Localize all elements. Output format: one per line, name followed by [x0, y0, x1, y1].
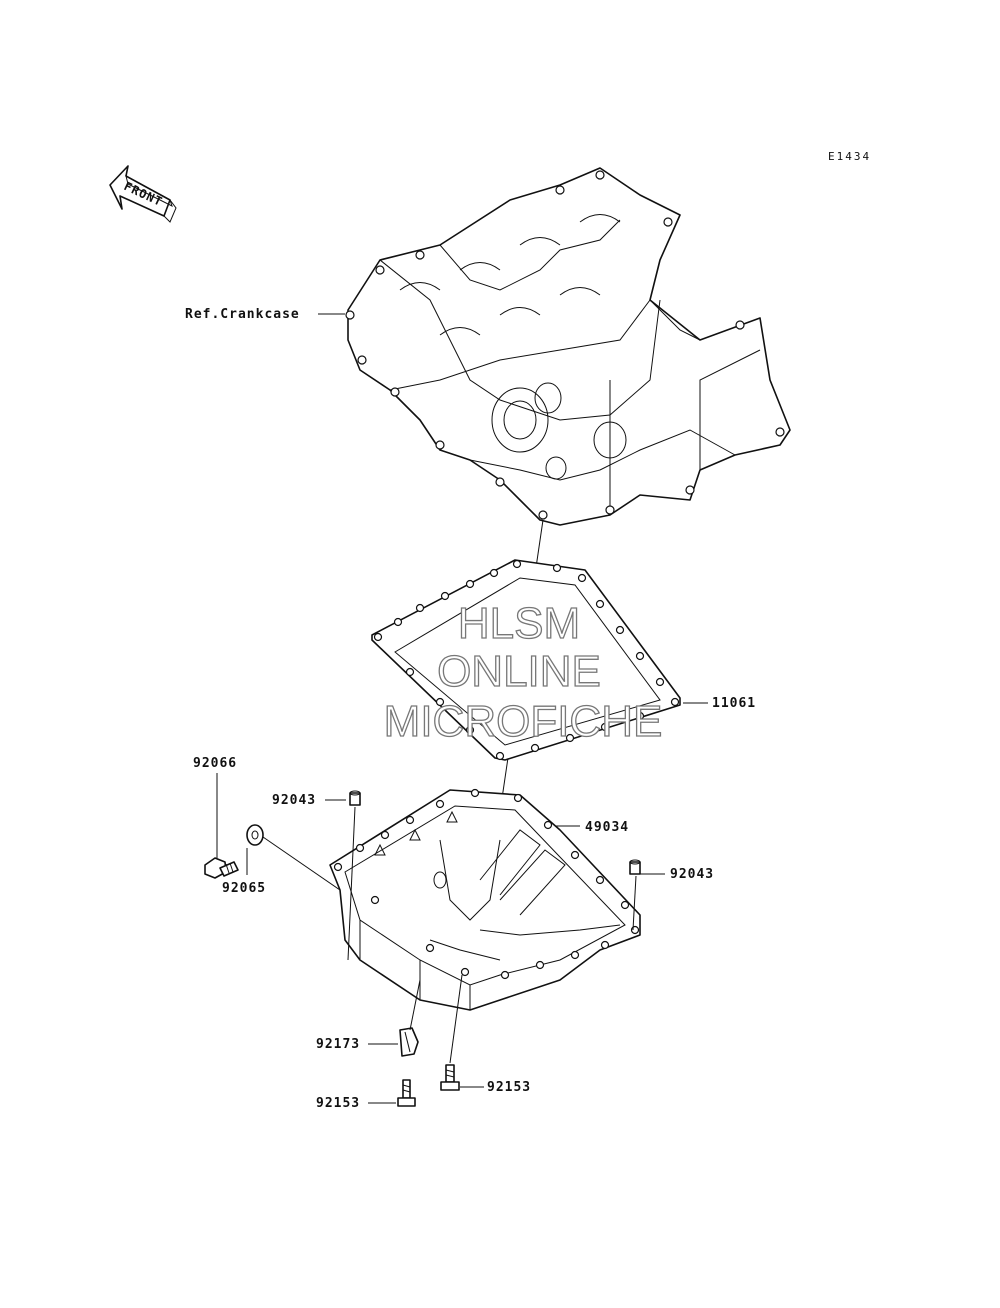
- callout-oil-pan: 49034: [585, 820, 629, 835]
- watermark-line-3: MICROFICHE: [384, 697, 663, 746]
- figure-code: E1434: [828, 150, 871, 163]
- callout-drain-plug: 92066: [193, 756, 237, 771]
- watermark-line-1: HLSM: [458, 599, 580, 648]
- watermark-line-2: ONLINE: [437, 647, 601, 696]
- watermark: HLSM ONLINE MICROFICHE: [383, 598, 663, 746]
- front-arrow-icon: FRONT: [109, 165, 177, 223]
- callout-bolt-right: 92153: [487, 1080, 531, 1095]
- leader-lines: [216, 313, 708, 1104]
- bolt-left-drawing: [397, 1079, 416, 1107]
- callout-drain-washer: 92065: [222, 881, 266, 896]
- dowel-pin-right-drawing: [629, 859, 641, 875]
- drain-plug-drawing: [204, 857, 239, 879]
- oil-pan-drawing: [329, 788, 641, 1011]
- crankcase-drawing: [345, 167, 791, 526]
- drain-washer-drawing: [246, 824, 264, 846]
- callout-dowel-left: 92043: [272, 793, 316, 808]
- clamp-drawing: [399, 1027, 419, 1057]
- callout-bolt-left: 92153: [316, 1096, 360, 1111]
- callout-dowel-right: 92043: [670, 867, 714, 882]
- bolt-right-drawing: [440, 1064, 460, 1091]
- gasket-drawing: [371, 559, 681, 761]
- callout-clamp: 92173: [316, 1037, 360, 1052]
- callout-ref-crankcase: Ref.Crankcase: [185, 307, 300, 322]
- callout-gasket: 11061: [712, 696, 756, 711]
- dowel-pin-left-drawing: [349, 790, 361, 806]
